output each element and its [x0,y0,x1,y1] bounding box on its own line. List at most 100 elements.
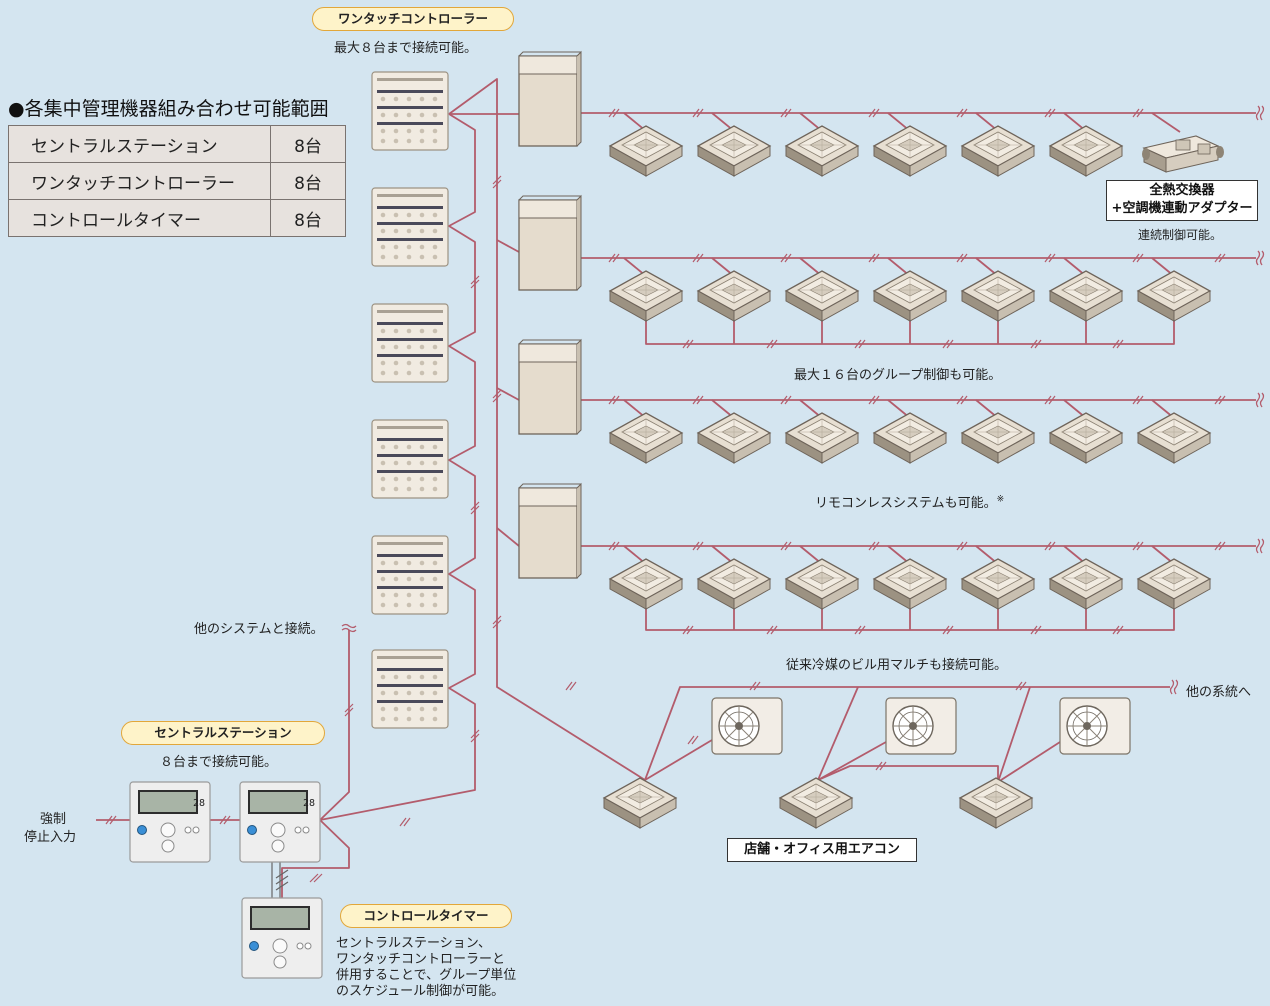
shop-office-system [603,697,1131,829]
cassette-unit [873,270,947,322]
wire-main-bus [448,78,646,781]
cassette-unit [961,125,1035,177]
cassette-unit [1049,558,1123,610]
central-station-2 [239,781,321,863]
outdoor-unit-2 [518,195,582,291]
legacy-refrigerant-note: 従来冷媒のビル用マルチも接続可能。 [786,658,1008,673]
device-count: 8台 [270,199,346,237]
cassette-unit [697,412,771,464]
remoconless-note: リモコンレスシステムも可能。※ [815,492,1004,511]
cassette-unit [785,558,859,610]
outdoor-unit-1 [518,51,582,147]
cassette-unit [609,270,683,322]
wire-other-lines [644,686,1170,781]
shop-outdoor-unit [885,697,957,755]
cassette-unit [961,412,1035,464]
cassette-unit [873,558,947,610]
double-slash-icon [275,869,289,891]
station-2-display: 28 [303,798,315,809]
onetouch-panel-stack [371,71,449,729]
station-1-display: 28 [193,798,205,809]
other-system-note: 他のシステムと接続。 [194,622,324,637]
onetouch-controller-2 [371,187,449,267]
timer-desc-line: ワンタッチコントローラーと [336,952,506,967]
wire-bus-outdoor-2 [496,239,520,253]
forced-stop-line2: 停止入力 [24,830,77,845]
wire-panel-chain [319,113,476,821]
central-station-1 [129,781,211,863]
device-name: ワンタッチコントローラー [8,162,271,200]
group-control-note: 最大１６台のグループ制御も可能。 [794,368,1002,383]
onetouch-note: 最大８台まで接続可能。 [334,41,478,56]
footnote-mark: ※ [996,494,1005,505]
cassette-unit [1137,412,1211,464]
heat-exchanger-label: 全熱交換器 +空調機連動アダプター [1106,180,1258,221]
cassette-unit [697,558,771,610]
central-station-note: ８台まで接続可能。 [160,755,278,770]
cassette-unit [1137,270,1211,322]
timer-desc-line: 併用することで、グループ単位 [336,968,517,983]
onetouch-controller-3 [371,303,449,383]
heat-exchanger-note: 連続制御可能。 [1138,228,1223,242]
cassette-unit [1049,270,1123,322]
other-lines-note: 他の系統へ [1186,685,1252,700]
device-count: 8台 [270,125,346,163]
shop-outdoor-unit [1059,697,1131,755]
signal-wiring [96,78,1256,904]
device-count: 8台 [270,162,346,200]
onetouch-badge: ワンタッチコントローラー [312,7,514,31]
cassette-unit [609,412,683,464]
cassette-unit [779,777,853,829]
cassette-unit [785,125,859,177]
cassette-unit [1049,412,1123,464]
timer-desc-line: セントラルステーション、 [336,936,491,951]
cassette-unit [609,558,683,610]
control-timer-badge: コントロールタイマー [340,904,512,928]
onetouch-controller-5 [371,535,449,615]
outdoor-unit-3 [518,339,582,435]
control-timer-device [241,897,323,979]
indoor-row-1 [609,125,1123,177]
forced-stop-line1: 強制 [40,812,67,827]
remoconless-text: リモコンレスシステムも可能。 [815,496,997,511]
wire-other-system [319,630,350,821]
wire-tick-marks [105,108,1226,891]
onetouch-controller-4 [371,419,449,499]
indoor-row-4 [609,558,1211,610]
cassette-unit [1049,125,1123,177]
table-row: コントロールタイマー 8台 [8,199,346,237]
shop-office-label: 店舗・オフィス用エアコン [727,838,917,862]
device-name: コントロールタイマー [8,199,271,237]
table-row: セントラルステーション 8台 [8,125,346,163]
table-row: ワンタッチコントローラー 8台 [8,162,346,200]
outdoor-unit-4 [518,483,582,579]
indoor-row-3 [609,412,1211,464]
timer-desc-line: のスケジュール制御が可能。 [336,984,505,999]
cassette-unit [873,412,947,464]
shop-outdoor-unit [711,697,783,755]
cassette-unit [609,125,683,177]
table-title: ●各集中管理機器組み合わせ可能範囲 [8,98,329,120]
cassette-unit [697,270,771,322]
wavy-break-icon [341,105,1265,695]
onetouch-controller-1 [371,71,449,151]
heat-exchanger-unit [1142,135,1224,173]
central-station-badge: セントラルステーション [121,721,325,745]
combination-table: セントラルステーション 8台 ワンタッチコントローラー 8台 コントロールタイマ… [8,125,346,237]
wire-bus-outdoor-4 [496,527,520,547]
cassette-unit [873,125,947,177]
device-name: セントラルステーション [8,125,271,163]
heat-exchanger-line1: 全熱交換器 [1149,183,1215,198]
control-timer-description: セントラルステーション、 ワンタッチコントローラーと 併用することで、グループ単… [336,936,516,1000]
cassette-unit [785,412,859,464]
cassette-unit [1137,558,1211,610]
cassette-unit [961,558,1035,610]
heat-exchanger-line2: +空調機連動アダプター [1111,201,1253,216]
cassette-unit [785,270,859,322]
cassette-unit [961,270,1035,322]
cassette-unit [697,125,771,177]
cassette-unit [959,777,1033,829]
cassette-unit [603,777,677,829]
indoor-row-2 [609,270,1211,322]
